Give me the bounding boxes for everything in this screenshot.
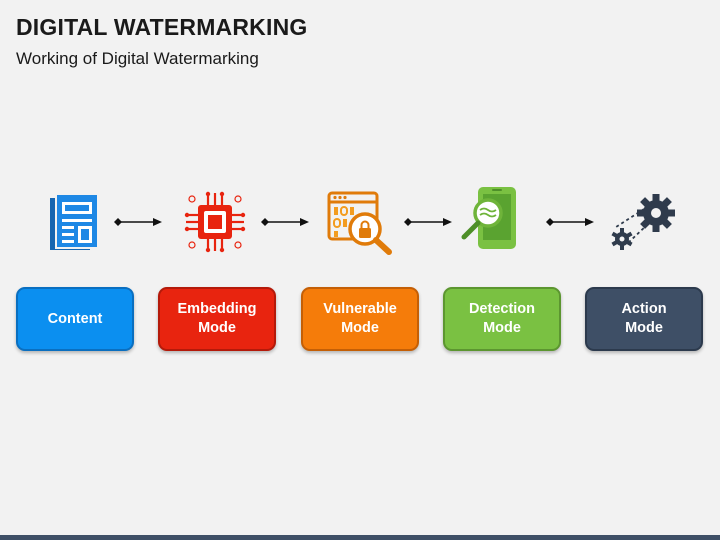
step-label: Vulnerable Mode bbox=[323, 301, 397, 336]
page-subtitle: Working of Digital Watermarking bbox=[16, 49, 259, 68]
arrow-connector-3 bbox=[404, 218, 452, 226]
step-vulnerable-mode: Vulnerable Mode bbox=[301, 287, 419, 351]
bottom-accent-bar bbox=[0, 535, 720, 540]
mobile-search-icon bbox=[461, 187, 516, 249]
step-label: Content bbox=[47, 310, 103, 327]
step-content: Content bbox=[16, 287, 134, 351]
step-label: Detection Mode bbox=[468, 301, 536, 336]
step-detection-mode: Detection Mode bbox=[443, 287, 561, 351]
page-title: DIGITAL WATERMARKING bbox=[16, 14, 308, 40]
chip-icon bbox=[184, 191, 246, 253]
step-action-mode: Action Mode bbox=[585, 287, 703, 351]
arrow-connector-2 bbox=[261, 218, 309, 226]
gears-icon bbox=[611, 194, 675, 250]
document-icon bbox=[50, 194, 99, 250]
arrow-connector-4 bbox=[546, 218, 594, 226]
step-label: Embedding Mode bbox=[177, 301, 257, 336]
step-label: Action Mode bbox=[621, 301, 667, 336]
secure-browser-search-icon bbox=[327, 191, 392, 255]
step-embedding-mode: Embedding Mode bbox=[158, 287, 276, 351]
arrow-connector-1 bbox=[114, 218, 162, 226]
